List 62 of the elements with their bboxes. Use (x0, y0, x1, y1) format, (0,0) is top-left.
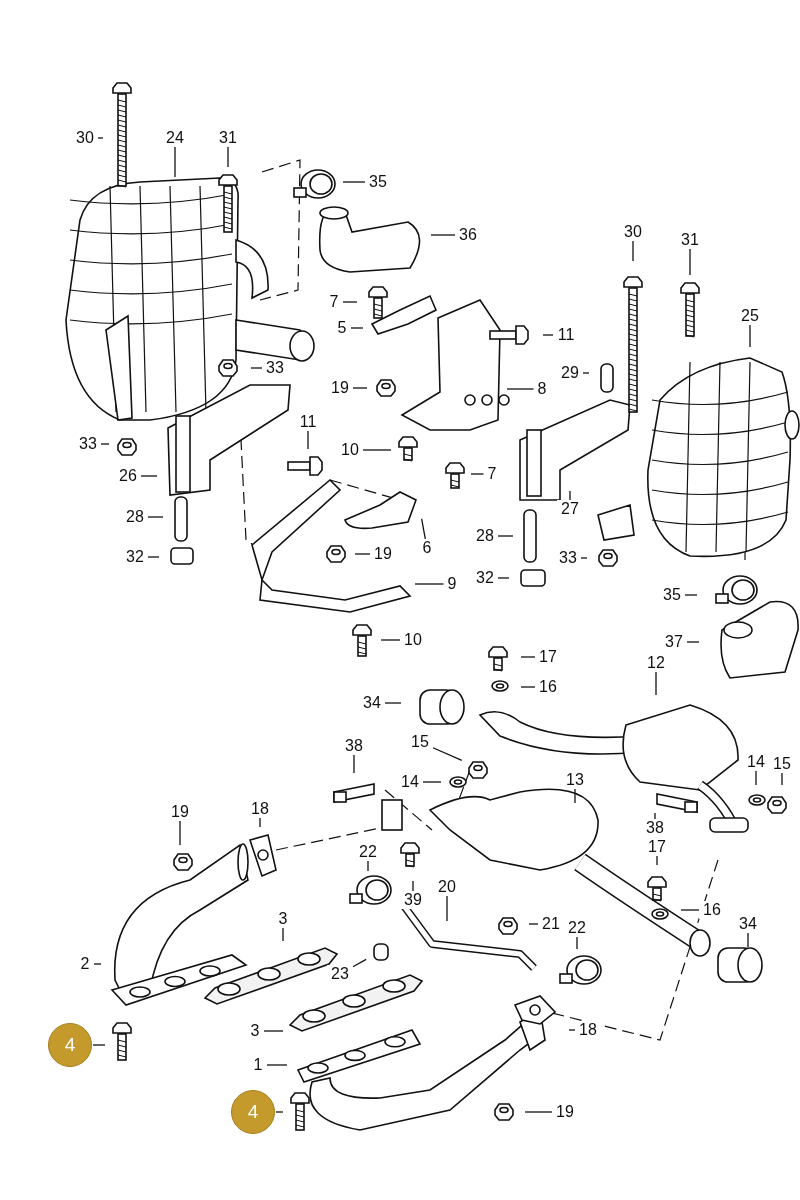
leader-line (497, 535, 514, 537)
leader-line (250, 367, 263, 369)
leader-line (354, 553, 371, 555)
leader-line (352, 958, 367, 968)
leader-line (582, 372, 590, 374)
leader-line (542, 334, 554, 336)
leader-line (259, 817, 261, 828)
leader-line (446, 895, 448, 922)
leader-line (92, 963, 102, 965)
leader-line (689, 248, 691, 276)
leader-line (265, 1064, 288, 1066)
leader-line (227, 146, 229, 168)
leader-line (655, 671, 657, 696)
leader-line (520, 686, 536, 688)
leader-line (179, 820, 181, 846)
leader-line (349, 327, 364, 329)
leader-line (353, 754, 355, 774)
leader-line (352, 387, 368, 389)
leader-line (568, 1029, 576, 1031)
leader-line (656, 855, 658, 866)
leader-line (92, 1044, 106, 1046)
leader-line (747, 932, 749, 948)
leader-line (654, 812, 656, 820)
leader-line (100, 443, 110, 445)
leader-line (307, 430, 309, 450)
leader-line (140, 475, 158, 477)
leader-line (580, 557, 588, 559)
leader-line (680, 909, 700, 911)
leader-line (262, 1030, 284, 1032)
leader-line (275, 1111, 284, 1113)
leader-line (569, 490, 571, 501)
leader-line (414, 583, 445, 585)
leader-line (470, 473, 485, 475)
leader-line (282, 927, 284, 942)
leader-line (147, 556, 160, 558)
leader-line (422, 781, 442, 783)
leader-line (686, 641, 700, 643)
leader-line (749, 324, 751, 348)
leader-line (576, 936, 578, 950)
leader-line (520, 656, 536, 658)
leader-line (384, 702, 402, 704)
leader-line (528, 923, 539, 925)
leader-line (147, 516, 164, 518)
leader-line (362, 449, 392, 451)
leader-line (524, 1111, 553, 1113)
leader-line (781, 772, 783, 786)
leader-line (574, 788, 576, 804)
leader-line (430, 234, 456, 236)
leader-line (432, 747, 463, 762)
leader-line (506, 388, 535, 390)
leader-line (412, 880, 414, 892)
leader-line (342, 181, 366, 183)
leader-line (380, 639, 401, 641)
leader-line (755, 770, 757, 786)
leader-line (174, 146, 176, 178)
leader-line (684, 594, 698, 596)
leader-line (97, 137, 104, 139)
leader-line (497, 577, 510, 579)
leader-line (367, 860, 369, 872)
leader-line (421, 518, 426, 540)
leader-line (632, 240, 634, 262)
leader-line (341, 301, 358, 303)
